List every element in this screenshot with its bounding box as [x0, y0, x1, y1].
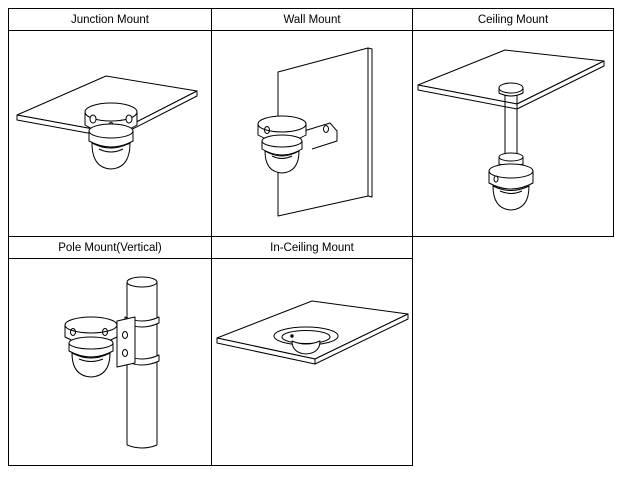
- in-ceiling-mount-icon: [212, 259, 412, 465]
- ceiling-mount-icon: [413, 31, 613, 236]
- cell-title: Junction Mount: [71, 14, 149, 26]
- grid-line: [412, 8, 413, 466]
- junction-mount-icon: [9, 31, 211, 236]
- grid-line: [8, 8, 614, 9]
- grid-line: [211, 8, 212, 466]
- grid-line: [8, 236, 614, 237]
- cell-title: Pole Mount(Vertical): [58, 242, 162, 254]
- grid-line: [8, 8, 9, 466]
- cell-title: Wall Mount: [283, 14, 341, 26]
- cell-in-ceiling-mount: In-Ceiling Mount: [212, 237, 412, 465]
- grid-line: [8, 30, 614, 31]
- wall-mount-icon: [212, 31, 412, 236]
- cell-pole-mount: Pole Mount(Vertical): [9, 237, 211, 465]
- grid-line: [8, 258, 413, 259]
- cell-wall-mount: Wall Mount: [212, 9, 412, 236]
- cell-title: In-Ceiling Mount: [270, 242, 354, 254]
- grid-line: [8, 465, 413, 466]
- cell-title: Ceiling Mount: [477, 14, 549, 26]
- cell-ceiling-mount: Ceiling Mount: [413, 9, 613, 236]
- grid-line: [613, 8, 614, 237]
- pole-mount-icon: [9, 259, 211, 465]
- cell-junction-mount: Junction Mount: [9, 9, 211, 236]
